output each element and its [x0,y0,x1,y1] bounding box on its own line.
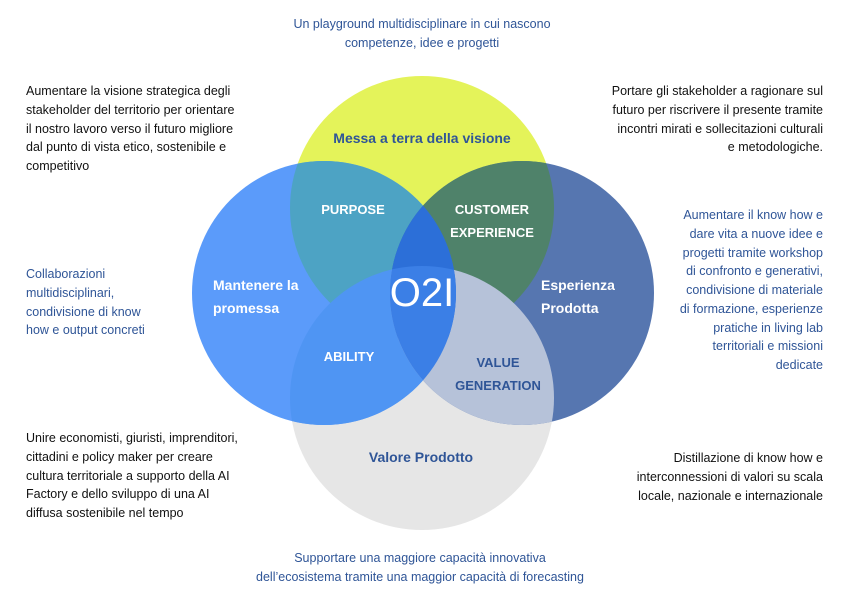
note-bottom-left: Unire economisti, giuristi, imprenditori… [26,429,296,523]
note-left-line: multidisciplinari, [26,285,115,300]
note-top: Un playground multidisciplinare in cui n… [212,15,632,53]
label-purpose: PURPOSE [321,202,385,217]
note-top-left-line: competitivo [26,159,90,173]
note-bottom-left-line: cittadini e policy maker per creare [26,449,213,464]
note-top-left-line: stakeholder del territorio per orientare [26,102,235,117]
overlap-top-right [390,161,554,340]
note-right-line: pratiche in living lab [713,320,823,335]
note-top-line: competenze, idee e progetti [344,35,500,50]
note-top-line: Un playground multidisciplinare in cui n… [293,17,551,31]
note-bottom-left-line: Factory e dello sviluppo di una AI [26,487,210,502]
label-ability: ABILITY [324,349,375,364]
overlap-top-left [290,161,456,340]
label-top-circle: Messa a terra della visione [333,130,511,146]
note-bottom: Supportare una maggiore capacità innovat… [170,549,670,587]
note-right: Aumentare il know how e dare vita a nuov… [640,206,823,375]
note-right-line: dare vita a nuove idee e [689,226,823,241]
label-right-circle-1: Esperienza [541,277,615,293]
note-top-left-line: il nostro lavoro verso il futuro miglior… [26,121,234,136]
note-right-line: territoriali e missioni [712,339,823,354]
note-right-line: condivisione di materiale [686,283,823,297]
note-top-left: Aumentare la visione strategica degli st… [26,82,296,176]
note-top-left-line: dal punto di vista etico, sostenibile e [26,140,227,155]
note-bottom-right-line: Distillazione di know how e [673,451,823,465]
note-right-line: Aumentare il know how e [683,208,823,222]
note-left-line: how e output concreti [26,323,145,338]
note-top-right: Portare gli stakeholder a ragionare sul … [548,82,823,157]
note-right-line: di formazione, esperienze [679,301,823,316]
note-bottom-right-line: locale, nazionale e internazionale [638,488,823,503]
note-bottom-right-line: interconnessioni di valori su scala [636,469,823,484]
note-bottom-left-line: diffusa sostenibile nel tempo [26,506,184,520]
note-bottom-left-line: cultura territoriale a supporto della AI [26,468,230,483]
note-top-right-line: e metodologiche. [727,140,823,155]
label-center-o2i: O2I [390,271,454,315]
label-left-circle-1: Mantenere la [213,277,299,293]
note-left-line: condivisione di know [26,304,141,319]
note-left: Collaborazioni multidisciplinari, condiv… [26,265,196,340]
note-right-line: dedicate [775,358,823,372]
note-bottom-right: Distillazione di know how e interconness… [580,449,823,505]
note-top-right-line: Portare gli stakeholder a ragionare sul [611,84,823,98]
note-bottom-left-line: Unire economisti, giuristi, imprenditori… [26,431,238,445]
note-right-line: progetti tramite workshop [682,245,823,260]
label-generation: GENERATION [455,378,541,393]
note-bottom-line: dell’ecosistema tramite una maggior capa… [256,569,584,584]
note-bottom-line: Supportare una maggiore capacità innovat… [294,551,546,565]
note-top-right-line: futuro per riscrivere il presente tramit… [612,102,824,117]
label-experience: EXPERIENCE [450,225,534,240]
note-top-left-line: Aumentare la visione strategica degli [26,84,231,98]
note-top-right-line: incontri mirati e sollecitazioni cultura… [617,121,823,136]
label-customer: CUSTOMER [455,202,530,217]
label-bottom-circle: Valore Prodotto [369,449,473,465]
note-right-line: di confronto e generativi, [686,264,823,279]
note-left-line: Collaborazioni [26,267,106,281]
label-right-circle-2: Prodotta [541,300,599,316]
label-value: VALUE [476,355,519,370]
label-left-circle-2: promessa [213,300,279,316]
